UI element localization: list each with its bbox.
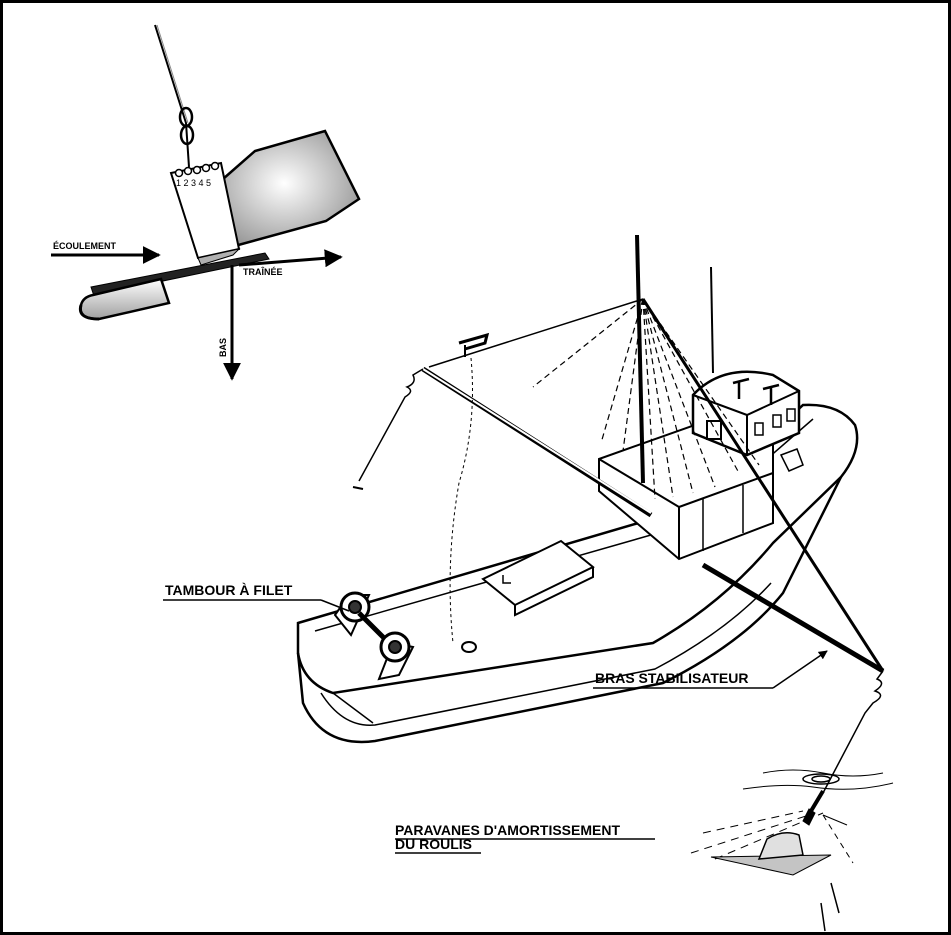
wheelhouse bbox=[691, 370, 801, 457]
paravane-detail: 1 2 3 4 5 ÉCOULEMENT TRAÎNÉE BAS bbox=[51, 24, 361, 381]
callout-bras: BRAS STABILISATEUR bbox=[593, 650, 828, 689]
label-bas: BAS bbox=[218, 338, 228, 357]
callout-paravanes: PARAVANES D'AMORTISSEMENT DU ROULIS bbox=[395, 822, 655, 854]
paravane-body bbox=[757, 832, 804, 860]
diagram-canvas: 1 2 3 4 5 ÉCOULEMENT TRAÎNÉE BAS bbox=[51, 24, 894, 932]
hull-deck bbox=[296, 403, 859, 695]
hole-numbers: 1 2 3 4 5 bbox=[176, 178, 211, 188]
paravane-fin bbox=[221, 129, 361, 249]
mast bbox=[635, 234, 645, 484]
label-trainee: TRAÎNÉE bbox=[243, 266, 283, 277]
stabilizer-boom bbox=[701, 562, 885, 674]
net-drum bbox=[333, 591, 415, 681]
shackle-loop bbox=[179, 124, 195, 146]
label-ecoulement: ÉCOULEMENT bbox=[53, 241, 117, 251]
callout-tambour: TAMBOUR À FILET bbox=[163, 582, 350, 612]
tow-cable bbox=[154, 24, 190, 168]
bracket-holes bbox=[174, 161, 220, 178]
hull-side bbox=[296, 476, 843, 744]
water-paravane bbox=[690, 769, 894, 932]
label-tambour: TAMBOUR À FILET bbox=[165, 582, 293, 598]
label-bras: BRAS STABILISATEUR bbox=[595, 670, 748, 686]
label-paravanes-2: DU ROULIS bbox=[395, 836, 472, 852]
label-paravanes-1: PARAVANES D'AMORTISSEMENT bbox=[395, 822, 620, 838]
fishing-vessel bbox=[296, 234, 885, 813]
drag-arrow bbox=[238, 249, 343, 268]
